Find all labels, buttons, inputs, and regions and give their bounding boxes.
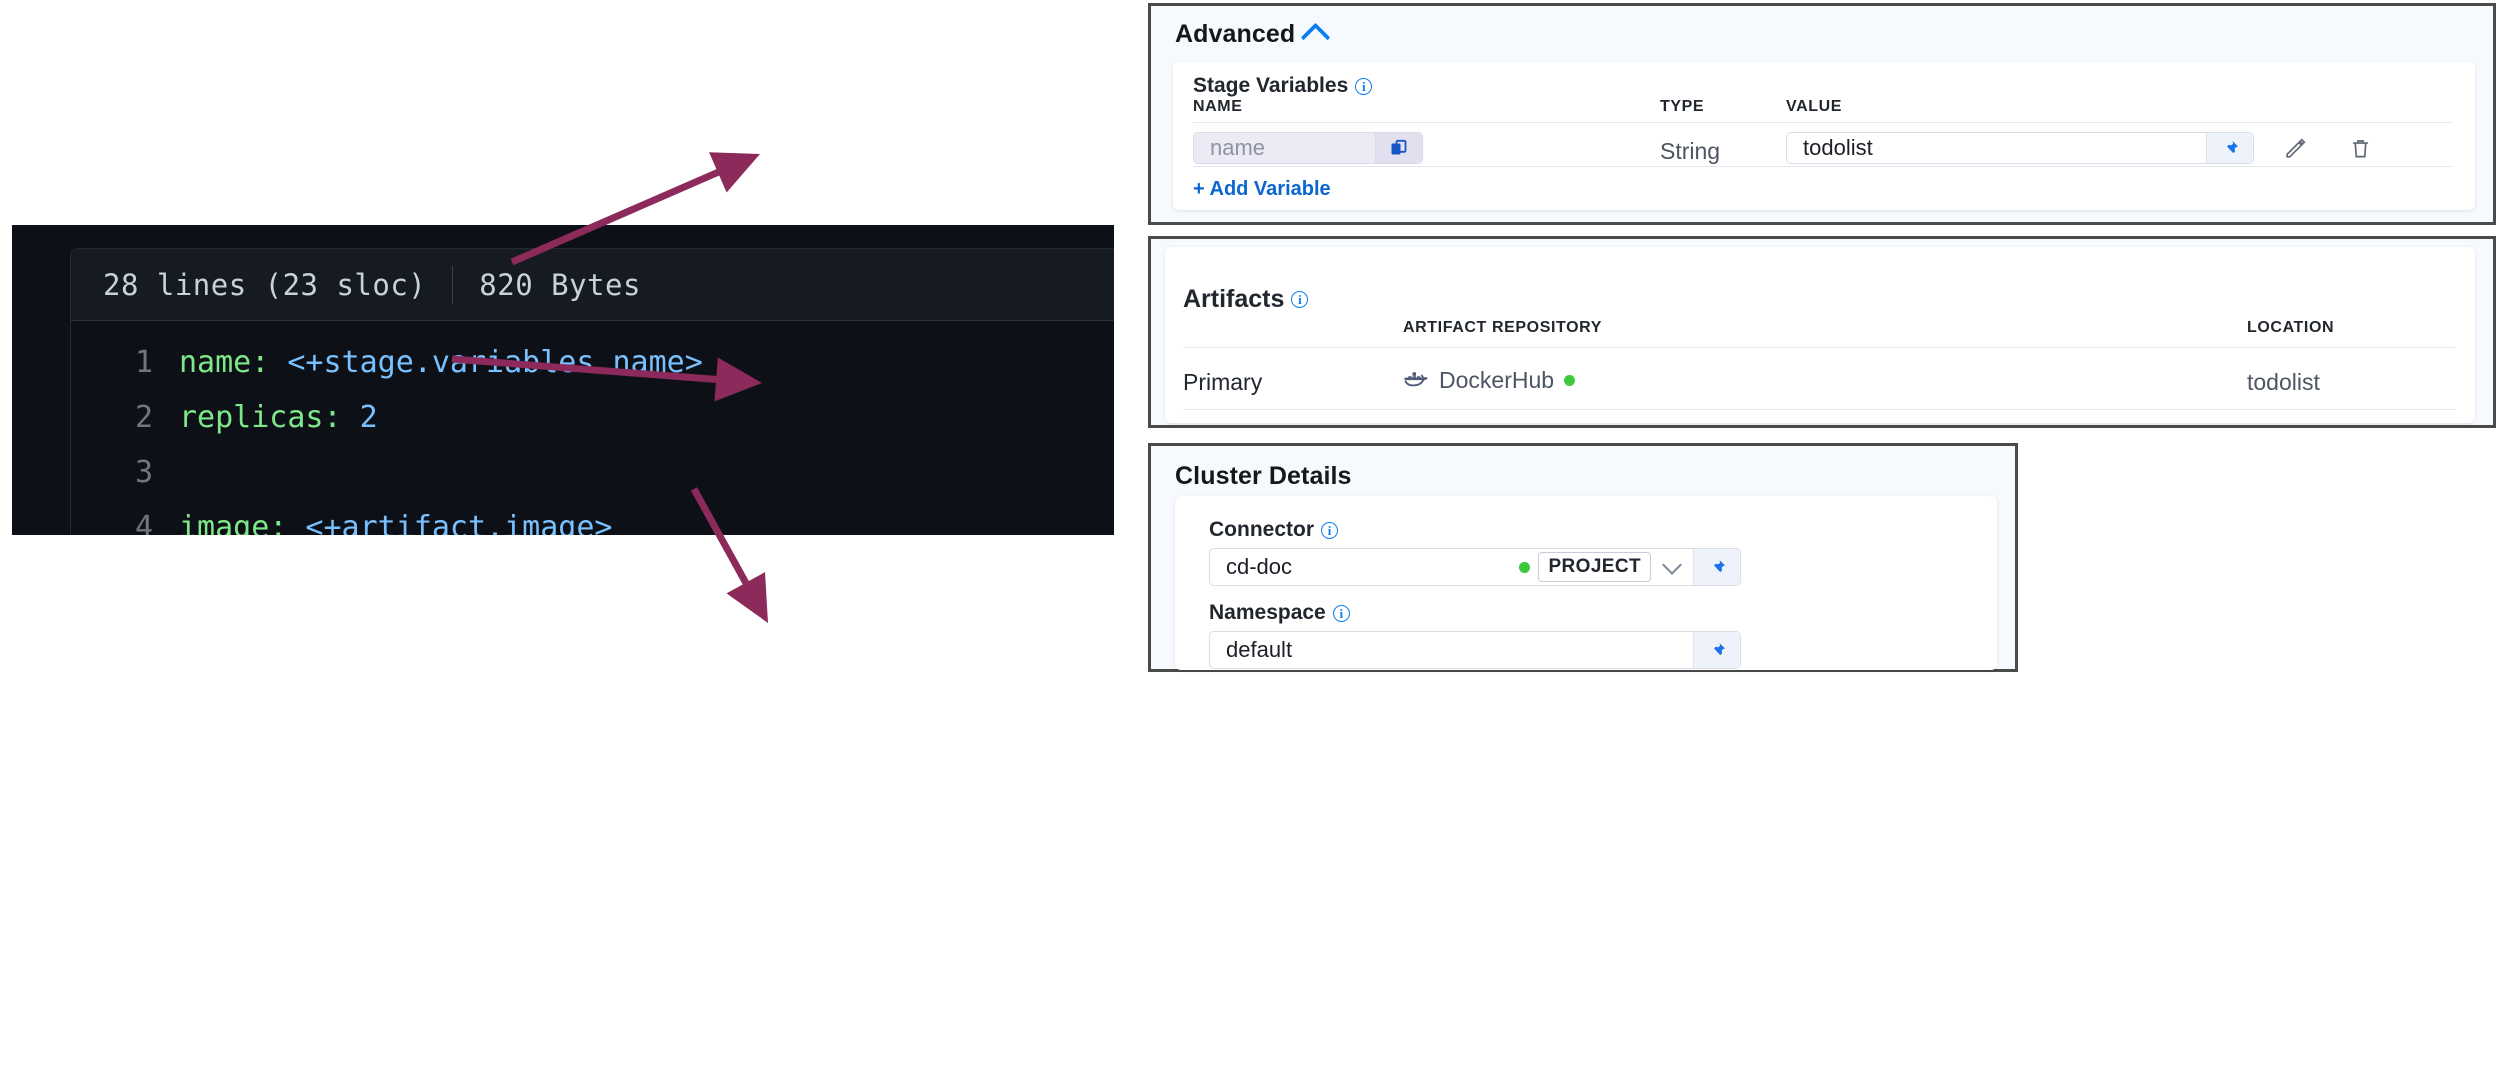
line-number: 2 [134, 400, 153, 435]
connector-value: cd-doc [1226, 554, 1293, 579]
table-divider-top [1183, 347, 2455, 348]
advanced-title: Advanced [1175, 20, 1296, 48]
docker-whale-icon [1403, 368, 1429, 393]
meta-divider [452, 265, 454, 304]
column-header-value: VALUE [1786, 98, 1843, 115]
namespace-label: Namespace i [1209, 601, 1350, 625]
variable-type-value: String [1660, 138, 1721, 164]
code-line-count: 28 lines (23 sloc) [103, 267, 427, 302]
artifacts-panel: Artifacts i ARTIFACT REPOSITORY LOCATION… [1148, 236, 2496, 428]
stage-variables-label: Stage Variables i [1193, 74, 1373, 98]
cluster-details-title: Cluster Details [1175, 462, 1352, 490]
advanced-section-toggle[interactable]: Advanced [1175, 20, 1331, 52]
code-line: 1 name: <+stage.variables.name> [71, 335, 1114, 390]
info-icon[interactable]: i [1321, 521, 1338, 539]
code-file-size: 820 Bytes [479, 267, 641, 302]
code-line: 2 replicas: 2 [71, 390, 1114, 445]
cluster-details-panel: Cluster Details Connector i cd-doc PROJE… [1148, 443, 2018, 672]
pin-icon[interactable] [1693, 549, 1740, 585]
line-content: image: <+artifact.image> [179, 500, 612, 535]
copy-icon[interactable] [1375, 133, 1422, 163]
pencil-icon[interactable] [2283, 136, 2308, 166]
code-file-viewer: 28 lines (23 sloc) 820 Bytes 1 name: <+s… [12, 225, 1114, 535]
trash-icon[interactable] [2348, 136, 2373, 166]
add-variable-button[interactable]: + Add Variable [1193, 178, 1331, 200]
green-status-dot [1519, 561, 1531, 573]
code-lines: 1 name: <+stage.variables.name> 2 replic… [71, 321, 1114, 535]
column-header-artifact-repository: ARTIFACT REPOSITORY [1403, 319, 1602, 336]
line-number: 1 [134, 345, 153, 380]
artifacts-label: Artifacts i [1183, 285, 1309, 314]
code-meta-bar: 28 lines (23 sloc) 820 Bytes [71, 249, 1114, 321]
artifact-location: todolist [2247, 369, 2320, 395]
arrow-infra-namespace-head [726, 572, 768, 623]
artifact-kind: Primary [1183, 369, 1263, 395]
code-line: 3 [71, 445, 1114, 500]
column-header-location: LOCATION [2247, 319, 2335, 336]
arrow-stage-variable-name-head [709, 152, 760, 193]
line-number: 4 [134, 510, 153, 535]
advanced-panel: Advanced Stage Variables i NAME TYPE VAL… [1148, 3, 2496, 225]
variable-name-input[interactable]: name [1193, 132, 1423, 164]
table-divider-bottom [1183, 409, 2455, 410]
artifact-repository-cell[interactable]: DockerHub [1403, 367, 1576, 394]
pin-icon[interactable] [2206, 133, 2253, 163]
green-status-dot [1564, 375, 1576, 386]
line-content: replicas: 2 [179, 390, 378, 445]
pin-icon[interactable] [1693, 632, 1740, 668]
connector-label: Connector i [1209, 518, 1338, 542]
chevron-up-icon[interactable] [1300, 22, 1331, 52]
column-header-name: NAME [1193, 98, 1243, 115]
yaml-value: 2 [341, 400, 378, 435]
yaml-key: name: [179, 345, 270, 380]
table-divider-top [1193, 122, 2453, 123]
namespace-input[interactable]: default [1209, 631, 1741, 669]
code-line: 4 image: <+artifact.image> [71, 500, 1114, 535]
info-icon[interactable]: i [1332, 604, 1350, 622]
line-content: name: <+stage.variables.name> [179, 335, 703, 390]
stage-variables-card: Stage Variables i NAME TYPE VALUE name S… [1173, 62, 2475, 210]
yaml-value: <+stage.variables.name> [269, 345, 703, 380]
variable-value-text: todolist [1803, 135, 1873, 160]
variable-value-input[interactable]: todolist [1786, 132, 2254, 164]
artifacts-card: Artifacts i ARTIFACT REPOSITORY LOCATION… [1165, 247, 2475, 423]
chevron-down-icon[interactable] [1662, 554, 1682, 575]
column-header-type: TYPE [1660, 98, 1705, 115]
line-number: 3 [134, 455, 153, 490]
connector-input[interactable]: cd-doc PROJECT [1209, 548, 1741, 586]
info-icon[interactable]: i [1355, 77, 1373, 95]
table-divider-bottom [1193, 166, 2453, 167]
info-icon[interactable]: i [1291, 291, 1309, 308]
cluster-details-card: Connector i cd-doc PROJECT Namespace i d… [1175, 496, 1997, 670]
variable-name-placeholder: name [1210, 135, 1266, 160]
yaml-value: <+artifact.image> [287, 510, 613, 535]
artifact-repository-name: DockerHub [1439, 367, 1555, 393]
yaml-key: replicas: [179, 400, 342, 435]
code-file-card: 28 lines (23 sloc) 820 Bytes 1 name: <+s… [70, 248, 1114, 535]
yaml-key: image: [179, 510, 288, 535]
namespace-value: default [1226, 637, 1293, 662]
connector-scope-tag: PROJECT [1538, 552, 1651, 582]
